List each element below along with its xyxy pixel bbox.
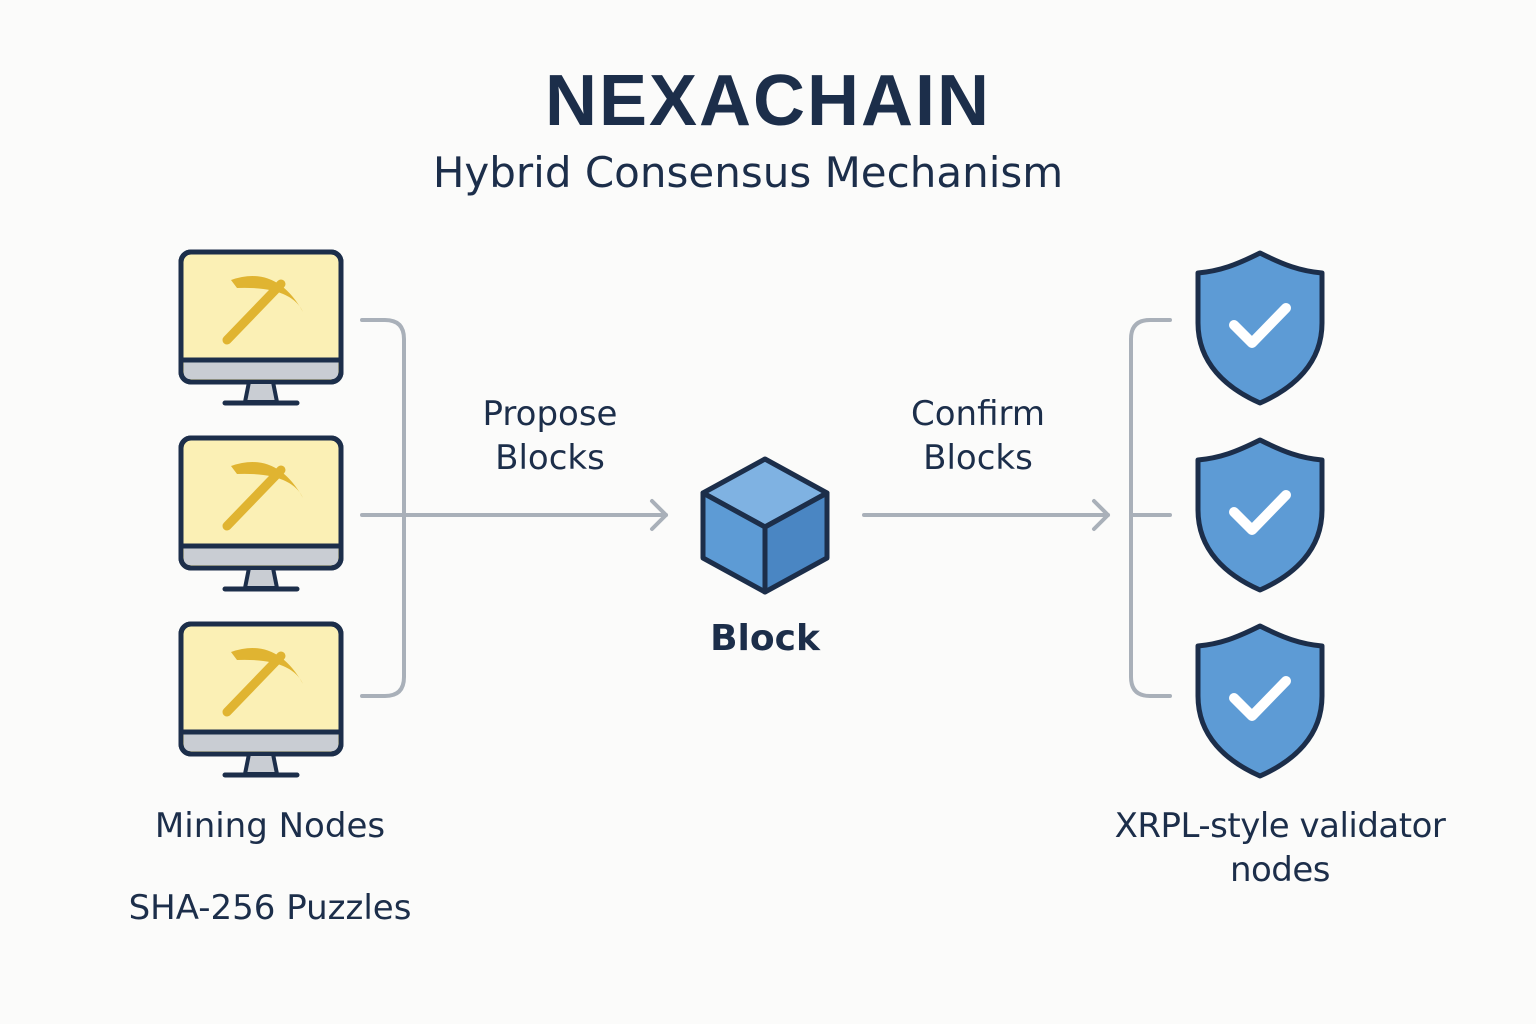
mining-node-3 — [181, 624, 341, 775]
cube-icon — [700, 456, 830, 595]
validator-node-2 — [1198, 440, 1322, 590]
mining-bracket — [360, 318, 406, 698]
block-label: Block — [710, 618, 820, 659]
propose-arrow — [402, 499, 668, 531]
propose-label: Propose Blocks — [420, 392, 680, 480]
validator-label: XRPL-style validator nodes — [1080, 804, 1480, 892]
propose-label-line1: Propose — [482, 394, 618, 434]
validator-bracket — [1129, 318, 1172, 698]
mining-nodes-label: Mining Nodes — [154, 806, 386, 846]
validator-node-1 — [1198, 253, 1322, 403]
confirm-label-line2: Blocks — [923, 438, 1033, 478]
mining-node-1 — [181, 252, 341, 403]
mining-sublabel: SHA-256 Puzzles — [128, 888, 412, 928]
validator-node-3 — [1198, 626, 1322, 776]
confirm-arrow — [862, 499, 1110, 531]
validator-label-line1: XRPL-style validator — [1114, 806, 1446, 846]
propose-label-line2: Blocks — [495, 438, 605, 478]
diagram-title: NEXACHAIN — [544, 61, 992, 141]
validator-label-line2: nodes — [1229, 850, 1331, 890]
confirm-label-line1: Confirm — [910, 394, 1045, 434]
diagram-subtitle: Hybrid Consensus Mechanism — [432, 148, 1064, 197]
confirm-label: Confirm Blocks — [848, 392, 1108, 480]
mining-node-2 — [181, 438, 341, 589]
